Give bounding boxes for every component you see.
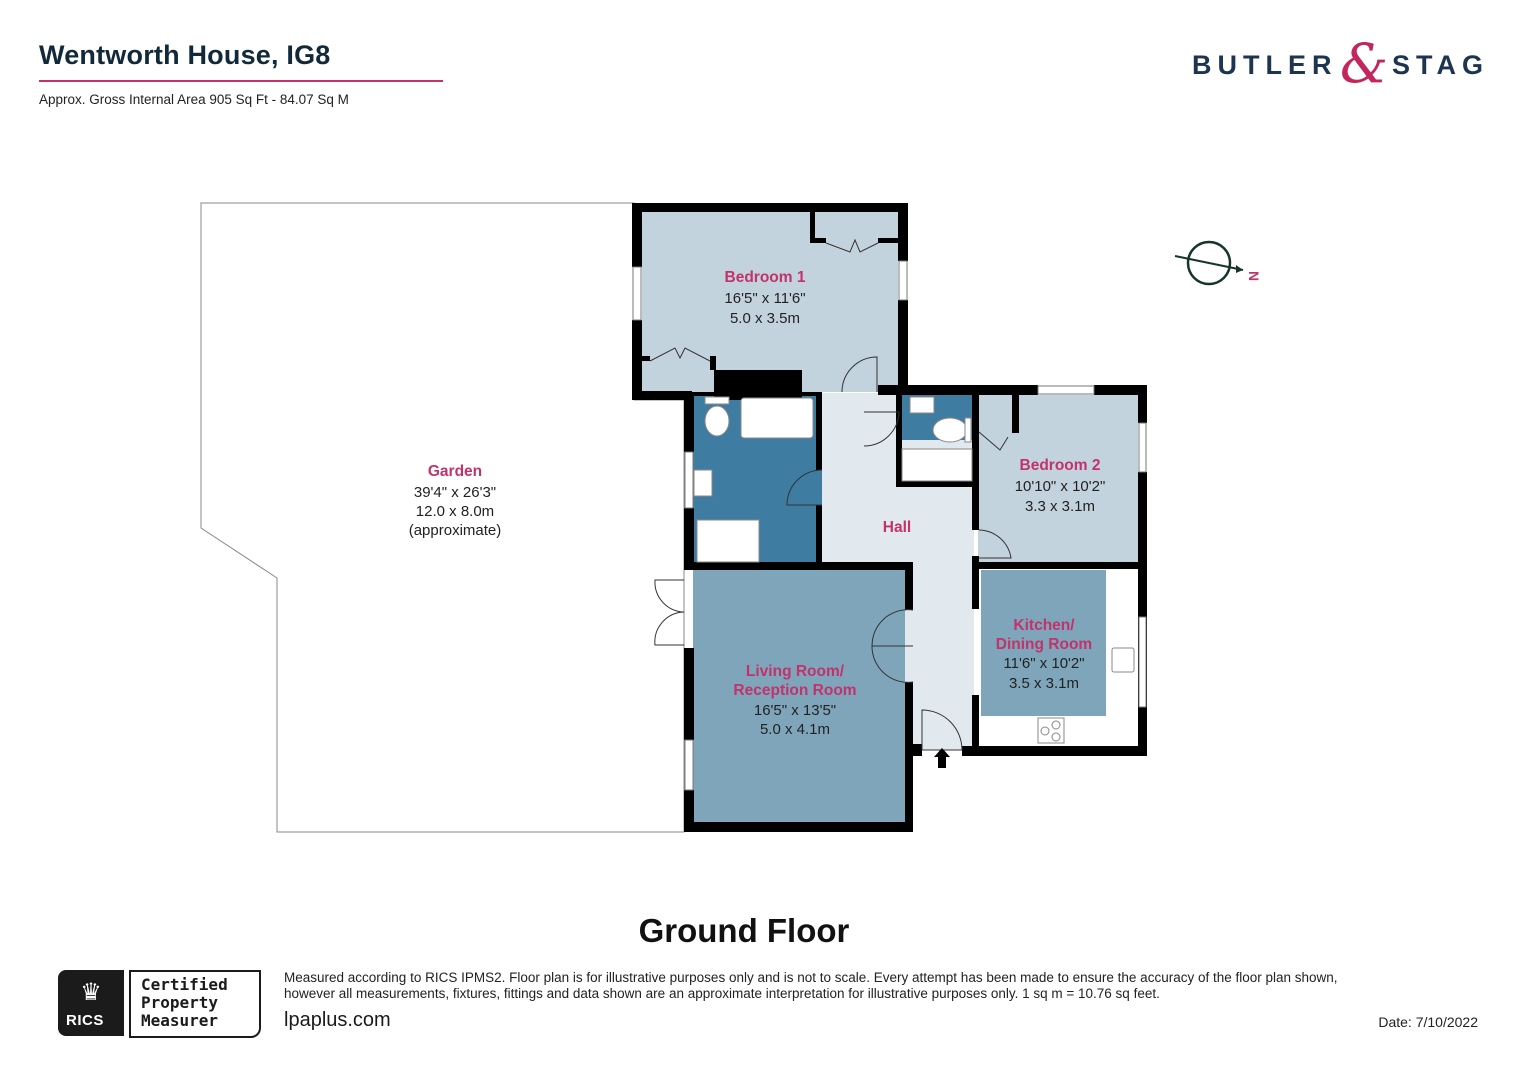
hall-label: Hall bbox=[883, 519, 911, 536]
plan-date: Date: 7/10/2022 bbox=[1378, 1014, 1478, 1030]
certified-measurer-box: Certified Property Measurer bbox=[129, 970, 261, 1038]
bedroom1-metric: 5.0 x 3.5m bbox=[730, 310, 800, 327]
fixtures bbox=[693, 396, 1135, 744]
bedroom2-label: Bedroom 2 bbox=[1020, 457, 1101, 474]
living-label-line1: Living Room/ bbox=[746, 663, 845, 680]
kitchen-label-line2: Dining Room bbox=[996, 636, 1092, 653]
living-metric: 5.0 x 4.1m bbox=[760, 721, 830, 738]
butler-stag-logo: BUTLER & STAG bbox=[1192, 32, 1492, 98]
door-swings bbox=[649, 238, 1012, 751]
bedroom1-label: Bedroom 1 bbox=[725, 269, 806, 286]
gross-area-text: Approx. Gross Internal Area 905 Sq Ft - … bbox=[39, 92, 349, 107]
living-floor bbox=[693, 570, 905, 822]
bedroom1-imperial: 16'5" x 11'6" bbox=[724, 290, 805, 307]
bedroom2-imperial: 10'10" x 10'2" bbox=[1015, 478, 1106, 495]
disclaimer-text: Measured according to RICS IPMS2. Floor … bbox=[284, 970, 1484, 1001]
north-compass-icon bbox=[1174, 240, 1244, 286]
garden-note: (approximate) bbox=[409, 522, 502, 539]
brand-word-butler: BUTLER bbox=[1192, 50, 1338, 80]
cert-line-2: Property bbox=[141, 993, 219, 1012]
kitchen-metric: 3.5 x 3.1m bbox=[1009, 675, 1079, 692]
compass-north-label: N bbox=[1246, 271, 1262, 281]
website-link[interactable]: lpaplus.com bbox=[284, 1009, 391, 1031]
rics-label: RICS bbox=[66, 1012, 104, 1029]
disclaimer-line-1: Measured according to RICS IPMS2. Floor … bbox=[284, 970, 1338, 985]
entrance-arrow-icon bbox=[934, 748, 950, 768]
cert-line-1: Certified bbox=[141, 975, 228, 994]
windows bbox=[632, 260, 1147, 791]
bedroom2-floor bbox=[978, 395, 1138, 562]
rics-certified-badge: ♛ RICS Certified Property Measurer bbox=[58, 970, 261, 1038]
disclaimer-line-2: however all measurements, fixtures, fitt… bbox=[284, 985, 1160, 1001]
property-title: Wentworth House, IG8 bbox=[39, 40, 331, 70]
garden-imperial: 39'4" x 26'3" bbox=[414, 484, 496, 501]
brand-word-stag: STAG bbox=[1392, 50, 1489, 80]
title-divider bbox=[39, 80, 443, 82]
living-imperial: 16'5" x 13'5" bbox=[754, 702, 836, 719]
walls bbox=[632, 203, 1147, 832]
bedroom2-metric: 3.3 x 3.1m bbox=[1025, 498, 1095, 515]
rics-mark: ♛ RICS bbox=[58, 970, 124, 1036]
rics-lion-icon: ♛ bbox=[80, 979, 102, 1006]
kitchen-imperial: 11'6" x 10'2" bbox=[1003, 655, 1084, 672]
kitchen-label-line1: Kitchen/ bbox=[1013, 617, 1075, 634]
cert-line-3: Measurer bbox=[141, 1011, 219, 1030]
brand-ampersand: & bbox=[1340, 32, 1389, 95]
kitchen-dining-floor bbox=[981, 570, 1106, 716]
living-label-line2: Reception Room bbox=[733, 682, 856, 699]
garden-label: Garden bbox=[428, 463, 482, 480]
garden-metric: 12.0 x 8.0m bbox=[416, 503, 494, 520]
floor-label: Ground Floor bbox=[638, 912, 850, 949]
